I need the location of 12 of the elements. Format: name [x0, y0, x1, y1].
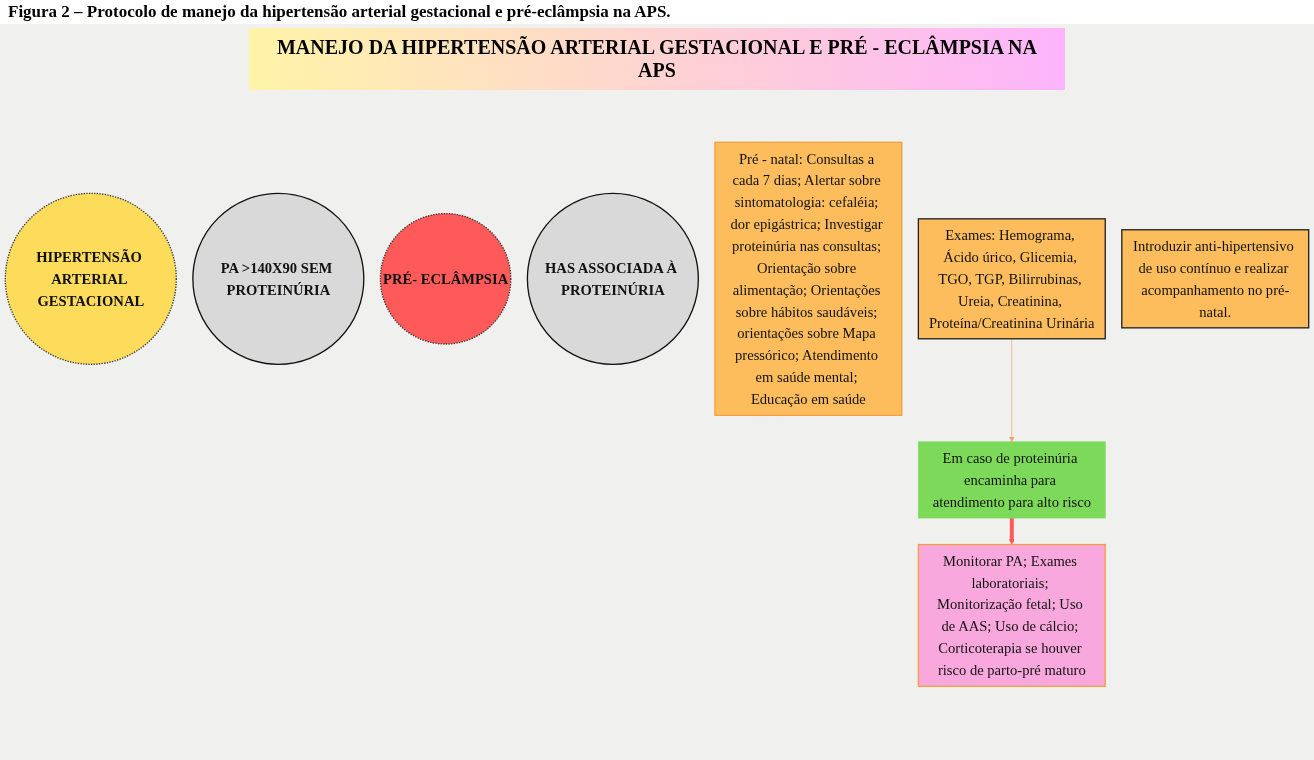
- arrow: [1008, 517, 1015, 545]
- node-box: Pré - natal: Consultas a cada 7 dias; Alertar sobre sintomatologia: cefaléia; dor epigástrica; Investigar proteinúria nas consultas; Orientação sobre alimentação; Orientações sobre hábitos saudáveis; orientações sobre Mapa pressórico; Atendimento em saúde mental; Educação em saúde: [714, 141, 903, 416]
- node-circle: PA >140X90 SEM PROTEINÚRIA: [192, 192, 365, 365]
- node-box: Exames: Hemograma, Ácido úrico, Glicemia, TGO, TGP, Bilirrubinas, Ureia, Creatinina, Proteína/Creatinina Urinária: [917, 217, 1106, 340]
- node-box: Monitorar PA; Exames laboratoriais; Monitorização fetal; Uso de AAS; Uso de cálcio; Corticoterapia se houver risco de parto-pré maturo: [917, 543, 1106, 687]
- node-box: Em caso de proteinúria encaminha para atendimento para alto risco: [918, 441, 1106, 519]
- node-circle: HAS ASSOCIADA À PROTEINÚRIA: [526, 192, 700, 365]
- node-circle: HIPERTENSÃO ARTERIAL GESTACIONAL: [4, 192, 177, 365]
- node-circle: PRÉ- ECLÂMPSIA: [379, 212, 512, 345]
- node-box: Introduzir anti-hipertensivo de uso contínuo e realizar acompanhamento no pré-natal.: [1121, 228, 1310, 329]
- title-banner: MANEJO DA HIPERTENSÃO ARTERIAL GESTACIONAL E PRÉ - ECLÂMPSIA NA APS: [249, 28, 1065, 90]
- figure-caption: Figura 2 – Protocolo de manejo da hipertensão arterial gestacional e pré-eclâmpsia na APS.: [0, 0, 1314, 24]
